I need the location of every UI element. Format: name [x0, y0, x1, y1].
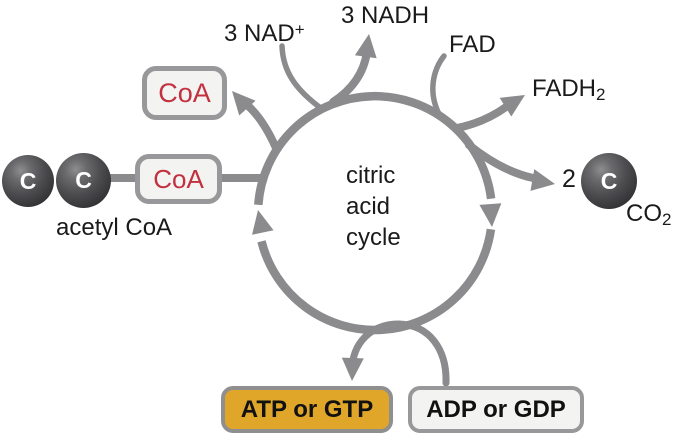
fad-entry-curve: [430, 53, 447, 117]
acetyl-carbon-sphere-1: C: [2, 155, 54, 207]
fadh2-label-sub: 2: [596, 85, 606, 104]
nad-label-sup: +: [294, 20, 305, 39]
co2-label: CO2: [626, 201, 671, 233]
cycle-arrowhead-right-icon: [479, 203, 502, 227]
adp-atp-loop-arrow: [348, 320, 450, 387]
nadh-exit-arrow: [329, 48, 371, 106]
co2-count: 2: [562, 165, 576, 193]
fadh2-exit-arrow: [453, 103, 510, 132]
carbon-label: C: [600, 167, 618, 194]
fadh2-arrowhead-icon: [499, 95, 525, 117]
fadh2-label: FADH2: [532, 76, 605, 108]
acetyl-coa-label: acetyl CoA: [56, 214, 173, 241]
atp-box: ATP or GTP: [221, 386, 393, 433]
fadh2-label-base: FADH: [532, 75, 597, 102]
atp-label: ATP or GTP: [240, 395, 374, 423]
coa-attached-box: CoA: [135, 154, 222, 204]
carbon-label: C: [19, 167, 37, 194]
coa-release-arrowhead-icon: [232, 91, 256, 116]
coa-attached-label: CoA: [153, 163, 204, 194]
adp-box: ADP or GDP: [408, 386, 584, 433]
nad-label-base: 3 NAD: [224, 20, 295, 47]
cycle-center-line3: cycle: [346, 224, 401, 251]
carbon-label: C: [75, 167, 92, 193]
atp-arrowhead-icon: [341, 357, 364, 381]
fad-label: FAD: [449, 31, 496, 58]
cycle-center-line1: citric: [346, 162, 396, 189]
coa-released-box: CoA: [142, 66, 227, 120]
nad-label: 3 NAD+: [224, 17, 305, 47]
nadh-arrowhead-icon: [354, 34, 377, 59]
nadh-label: 3 NADH: [341, 2, 430, 29]
coa-released-label: CoA: [158, 77, 211, 108]
adp-label: ADP or GDP: [426, 395, 566, 423]
co2-exit-arrow: [465, 141, 537, 182]
coa-release-arrow: [242, 100, 280, 152]
acetyl-carbon-sphere-2: C: [56, 153, 111, 208]
co2-label-sub: 2: [662, 210, 672, 229]
cycle-center-line2: acid: [346, 193, 391, 220]
cycle-center-label: citric acid cycle: [346, 160, 401, 253]
nad-entry-curve: [279, 43, 325, 112]
co2-arrowhead-icon: [530, 169, 555, 191]
co2-label-base: CO: [626, 200, 662, 227]
co2-carbon-sphere: C: [581, 153, 637, 209]
cycle-arrowhead-left-icon: [252, 210, 274, 235]
